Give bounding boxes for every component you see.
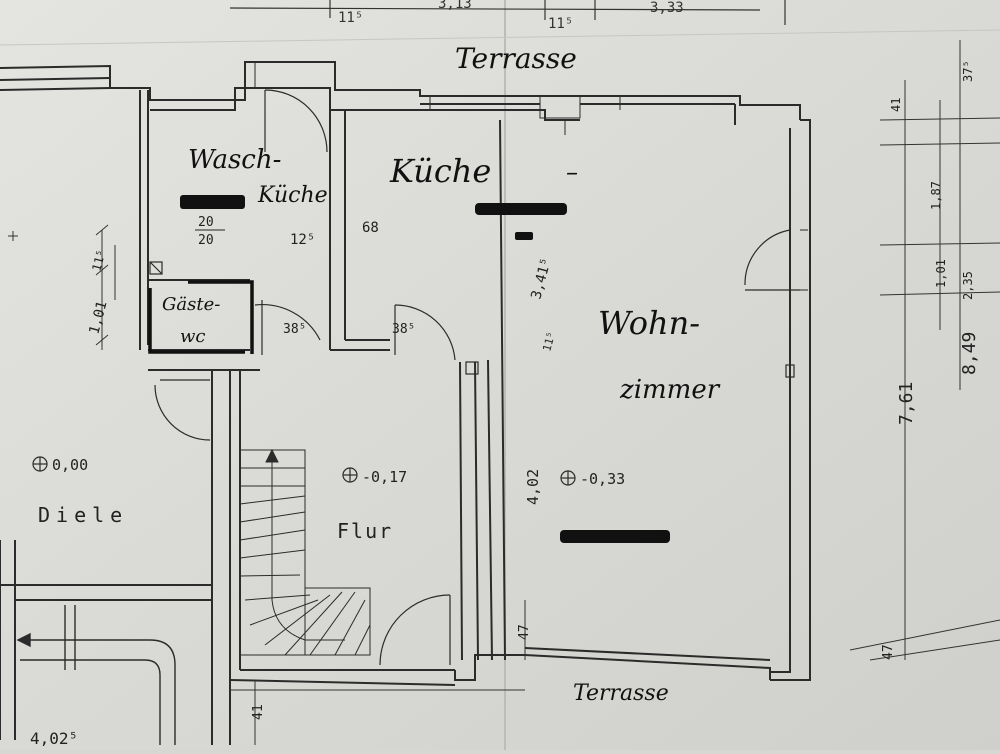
- top-windows: [254, 62, 621, 119]
- living-right-wall-ticks: [564, 120, 808, 291]
- right-dimensions: [849, 40, 1000, 661]
- dim-right-187: 1,87: [929, 181, 943, 210]
- corridor-level: -0,17: [362, 468, 407, 486]
- dim-top-4: 3,33: [650, 0, 684, 16]
- hall-level: 0,00: [52, 456, 88, 474]
- living-label-line2: zimmer: [619, 375, 721, 405]
- corridor-label: Flur: [337, 519, 393, 543]
- laundry-label-line1: Wasch-: [188, 145, 281, 175]
- left-dimensions: [8, 224, 116, 350]
- top-dimension-line: [229, 0, 786, 25]
- dim-right-47: 47: [881, 644, 896, 660]
- living-level: -0,33: [580, 470, 625, 488]
- dim-mid-115: 11⁵: [540, 330, 558, 353]
- dim-top-1: 11⁵: [338, 10, 363, 26]
- dim-right-235: 2,35: [961, 271, 975, 300]
- dim-right-375: 37⁵: [961, 60, 975, 82]
- vent-squares: [149, 261, 795, 378]
- guest-wc-label-line1: Gäste-: [162, 294, 220, 315]
- kitchen-dash: –: [566, 158, 578, 186]
- dim-bottom-47: 47: [517, 624, 532, 640]
- dim-door-1: 38⁵: [283, 322, 306, 337]
- dim-top-3: 11⁵: [548, 16, 573, 32]
- guest-wc-marker-outline: [148, 280, 254, 354]
- door-swings: [154, 89, 800, 666]
- outer-walls: [0, 61, 811, 681]
- laundry-label-line2: Küche: [257, 183, 328, 208]
- dim-fraction-bottom: 20: [198, 233, 214, 248]
- lower-left-duct: [16, 605, 176, 745]
- dim-wall-12: 12⁵: [290, 232, 315, 248]
- dim-bottom-left: 4,02⁵: [30, 729, 78, 748]
- terrace-bottom-label: Terrasse: [573, 681, 669, 706]
- guest-wc-label-line2: wc: [180, 326, 206, 347]
- staircase: [239, 448, 371, 656]
- living-label-line1: Wohn-: [598, 304, 700, 342]
- dim-right-761: 7,61: [896, 382, 917, 425]
- interior-walls: [0, 110, 506, 745]
- paper-fold: [0, 29, 1000, 46]
- hall-label: Diele: [38, 503, 128, 527]
- dim-right-41: 41: [889, 98, 903, 112]
- dim-left-115: 11⁵: [89, 248, 108, 273]
- dim-right-101: 1,01: [934, 259, 948, 288]
- dim-fraction-top: 20: [198, 215, 214, 230]
- dim-door-2: 38⁵: [392, 322, 415, 337]
- level-markers: [32, 456, 576, 486]
- bottom-dimension-line: [230, 600, 526, 745]
- dim-right-849: 8,49: [959, 332, 980, 375]
- dim-wall-68: 68: [362, 220, 379, 236]
- redaction-marks: [180, 195, 670, 543]
- dim-stair-41: 41: [251, 704, 266, 720]
- kitchen-label: Küche: [389, 152, 491, 190]
- terrace-top-label: Terrasse: [455, 42, 577, 75]
- dim-top-2: 3,13: [438, 0, 472, 12]
- dim-living-402: 4,02: [524, 469, 542, 505]
